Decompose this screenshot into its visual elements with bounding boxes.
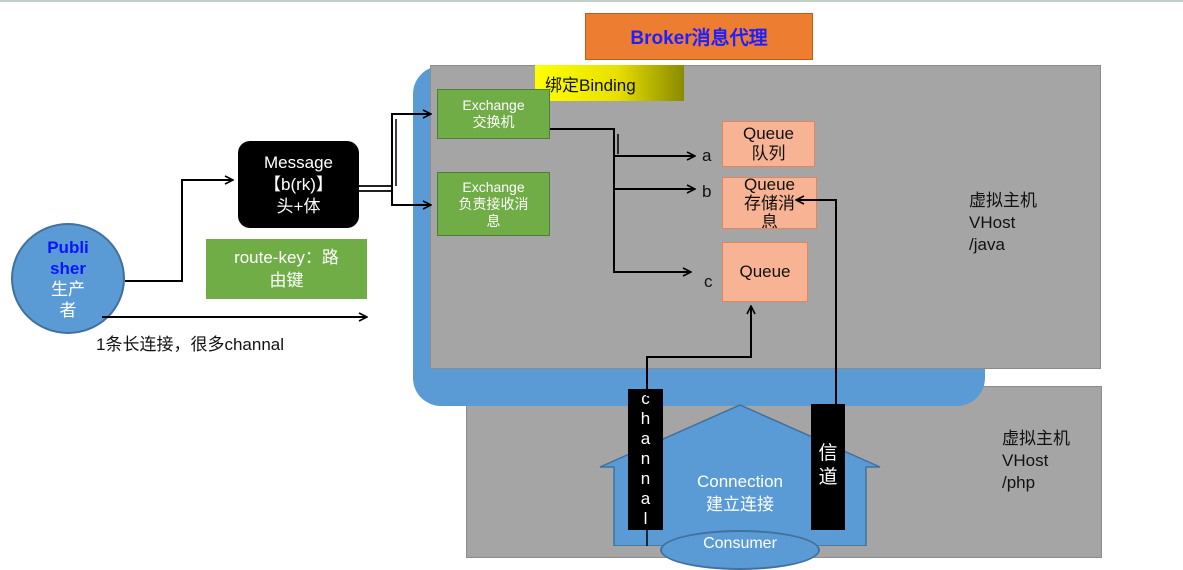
- vhost-php-line1: 虚拟主机: [1002, 429, 1070, 448]
- channel-right-char-1: 道: [818, 467, 838, 488]
- channel-bar-right[interactable]: 信 道: [811, 404, 845, 530]
- queue-key-a: a: [702, 146, 712, 165]
- channel-left-char-1: h: [640, 409, 651, 428]
- route-key-box: route-key：路 由键: [206, 239, 367, 299]
- publisher-line2: sher: [50, 258, 86, 278]
- queue-key-c: c: [704, 272, 713, 291]
- publisher-node[interactable]: Publi sher 生产 者: [11, 223, 125, 334]
- vhost-java-line3: /java: [969, 235, 1005, 254]
- binding-label: 绑定Binding: [535, 65, 684, 101]
- message-line3: 头+体: [276, 196, 321, 216]
- connection-line1: Connection: [696, 472, 783, 491]
- channel-left-char-2: a: [640, 429, 651, 448]
- vhost-java-line2: VHost: [969, 213, 1016, 232]
- message-line1: Message: [264, 152, 333, 172]
- queue-b[interactable]: Queue 存储消 息: [722, 177, 817, 229]
- channel-left-char-3: n: [640, 449, 651, 468]
- channel-right-char-0: 信: [818, 443, 838, 464]
- publisher-line4: 者: [59, 300, 77, 320]
- queue-b-line2: 存储消: [744, 193, 795, 213]
- vhost-java-line1: 虚拟主机: [969, 191, 1037, 210]
- queue-c[interactable]: Queue: [722, 242, 808, 302]
- channel-bar-left[interactable]: c h a n n a l: [628, 389, 663, 530]
- channel-left-char-4: n: [640, 469, 651, 488]
- publisher-line3: 生产: [51, 279, 85, 299]
- queue-a-line1: Queue: [742, 124, 795, 143]
- queue-b-line1: Queue: [743, 177, 796, 194]
- exchange-bottom-line2: 负责接收消: [458, 195, 529, 212]
- exchange-bottom-line3: 息: [486, 212, 501, 229]
- exchange-bottom[interactable]: Exchange 负责接收消 息: [437, 172, 550, 236]
- broker-label: Broker消息代理: [585, 13, 813, 60]
- channel-left-char-6: l: [643, 509, 648, 528]
- route-key-line1: route-key：路: [234, 248, 339, 267]
- vhost-php-line2: VHost: [1002, 451, 1049, 470]
- queue-c-line1: Queue: [739, 262, 791, 281]
- exchange-top-line1: Exchange: [462, 97, 525, 113]
- route-key-line2: 由键: [269, 271, 304, 290]
- queue-a-line2: 队列: [751, 144, 786, 163]
- connection-line2: 建立连接: [706, 495, 774, 514]
- exchange-bottom-line1: Exchange: [462, 178, 525, 195]
- exchange-top-line2: 交换机: [472, 114, 515, 130]
- queue-b-line3: 息: [761, 212, 778, 229]
- vhost-java-label: 虚拟主机 VHost /java: [969, 190, 1037, 256]
- message-node[interactable]: Message 【b(rk)】 头+体: [238, 141, 359, 228]
- top-border: [0, 0, 1183, 2]
- queue-key-b: b: [702, 182, 712, 201]
- channel-left-char-0: c: [641, 389, 650, 408]
- message-line2: 【b(rk)】: [264, 174, 333, 194]
- publisher-line1: Publi: [47, 237, 89, 257]
- exchange-top[interactable]: Exchange 交换机: [437, 89, 550, 139]
- consumer-node[interactable]: Consumer: [660, 530, 820, 570]
- vhost-php-label: 虚拟主机 VHost /php: [1002, 428, 1070, 494]
- vhost-php-line3: /php: [1002, 473, 1036, 492]
- connection-note: 1条长连接，很多channal: [96, 335, 285, 354]
- connection-label: Connection 建立连接: [684, 470, 796, 516]
- queue-a[interactable]: Queue 队列: [722, 121, 815, 167]
- channel-left-char-5: a: [640, 489, 651, 508]
